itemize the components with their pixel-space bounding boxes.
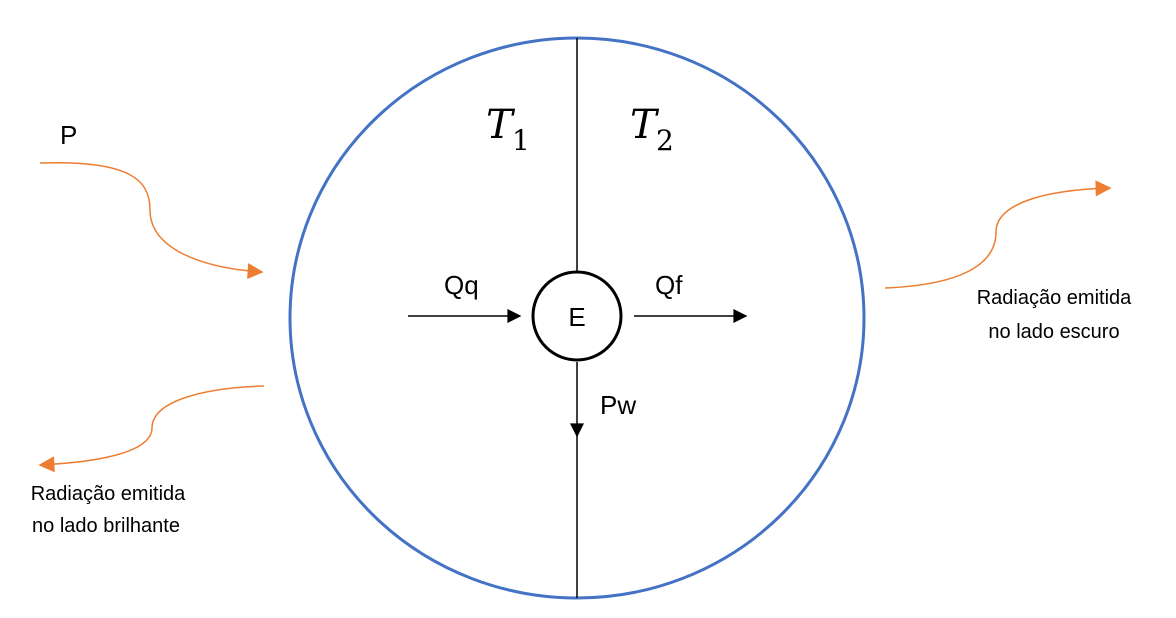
t1-subscript: 1 bbox=[512, 124, 530, 157]
dark-side-radiation-arrow bbox=[884, 180, 1112, 289]
t2-label: T bbox=[630, 102, 660, 148]
t2-subscript: 2 bbox=[656, 124, 674, 157]
dark-side-label-line1: Radiação emitida bbox=[977, 287, 1132, 309]
engine-circle bbox=[531, 270, 623, 362]
bright-side-radiation-arrow bbox=[38, 385, 265, 473]
incoming-power-label: P bbox=[60, 120, 77, 150]
pw-label: Pw bbox=[600, 390, 636, 420]
bright-side-label-line2: no lado brilhante bbox=[32, 515, 180, 537]
dark-side-label-line2: no lado escuro bbox=[988, 321, 1119, 343]
engine-label: E bbox=[568, 302, 585, 332]
incoming-radiation-arrow bbox=[39, 161, 264, 280]
qf-label: Qf bbox=[655, 270, 683, 300]
t1-label: T bbox=[486, 102, 516, 148]
qq-label: Qq bbox=[444, 270, 479, 300]
bright-side-label-line1: Radiação emitida bbox=[31, 483, 186, 505]
